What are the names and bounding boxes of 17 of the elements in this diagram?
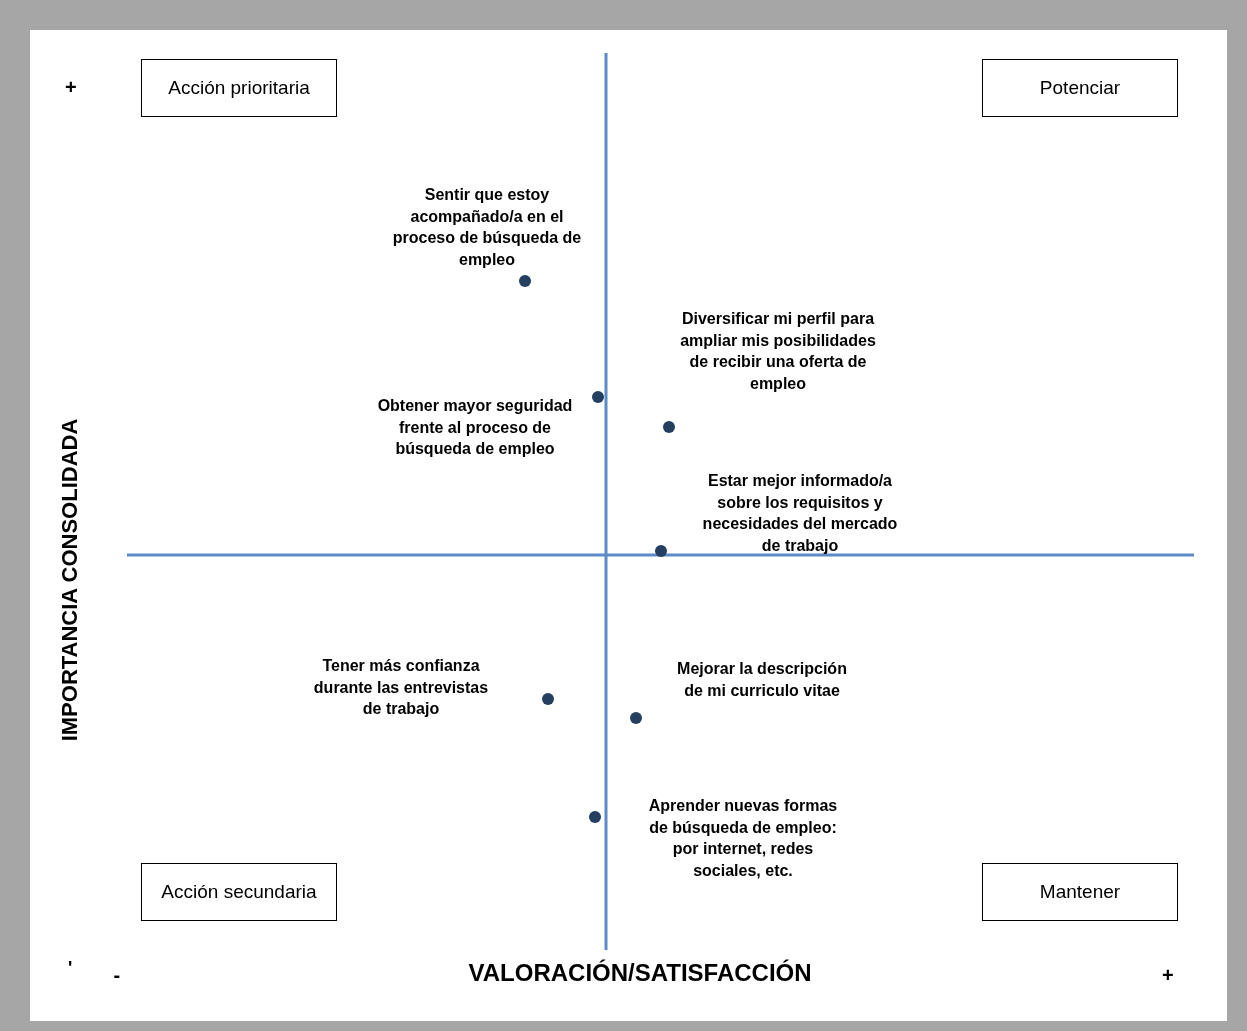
quadrant-label-box: Acción prioritaria [141, 59, 337, 117]
point-label: Aprender nuevas formas de búsqueda de empleo: por internet, redes sociales, etc. [647, 796, 839, 881]
point-label: Sentir que estoy acompañado/a en el proceso de búsqueda de empleo [391, 185, 583, 270]
y-axis-title: IMPORTANCIA CONSOLIDADA [56, 418, 83, 742]
point-label: Obtener mayor seguridad frente al proceso de búsqueda de empleo [376, 396, 574, 459]
point-label: Mejorar la descripción de mi curriculo vitae [676, 659, 848, 701]
axis-end-sign: - [113, 963, 121, 987]
x-axis-title: VALORACIÓN/SATISFACCIÓN [468, 959, 812, 987]
point-label: Tener más confianza durante las entrevistas de trabajo [312, 656, 490, 719]
point-label: Estar mejor informado/a sobre los requisitos y necesidades del mercado de trabajo [701, 471, 899, 556]
quadrant-label-box: Potenciar [982, 59, 1178, 117]
quadrant-label-box: Mantener [982, 863, 1178, 921]
axis-end-sign: + [1162, 963, 1174, 987]
quadrant-label-box: Acción secundaria [141, 863, 337, 921]
axis-end-sign: ' [68, 957, 73, 979]
axis-end-sign: + [65, 75, 77, 99]
point-label: Diversificar mi perfil para ampliar mis posibilidades de recibir una oferta de empleo [679, 309, 877, 394]
